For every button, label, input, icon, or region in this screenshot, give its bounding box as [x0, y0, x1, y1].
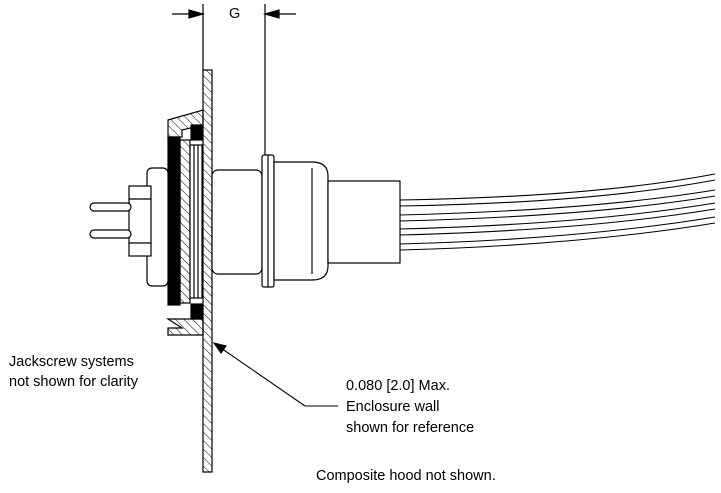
flange-section-top	[167, 109, 204, 141]
dimension-g-label: G	[229, 6, 241, 22]
enclosure-wall	[202, 69, 213, 473]
wall-leader	[212, 342, 338, 407]
wall-note-line-1: 0.080 [2.0] Max.	[346, 378, 450, 394]
cable-wires	[399, 173, 716, 251]
hood-note: Composite hood not shown.	[316, 468, 496, 484]
flange-section-bottom	[165, 303, 204, 336]
jackscrew-note-line-1: Jackscrew systems	[9, 354, 134, 370]
dimension-g	[172, 4, 296, 155]
connector-insert	[167, 136, 203, 306]
jackscrew-note-line-2: not shown for clarity	[9, 374, 138, 390]
mating-housing	[128, 167, 169, 287]
wall-note-line-3: shown for reference	[346, 420, 475, 436]
wall-note-line-2: Enclosure wall	[346, 399, 440, 415]
shell-body	[211, 154, 401, 288]
contact-pins	[89, 202, 132, 239]
